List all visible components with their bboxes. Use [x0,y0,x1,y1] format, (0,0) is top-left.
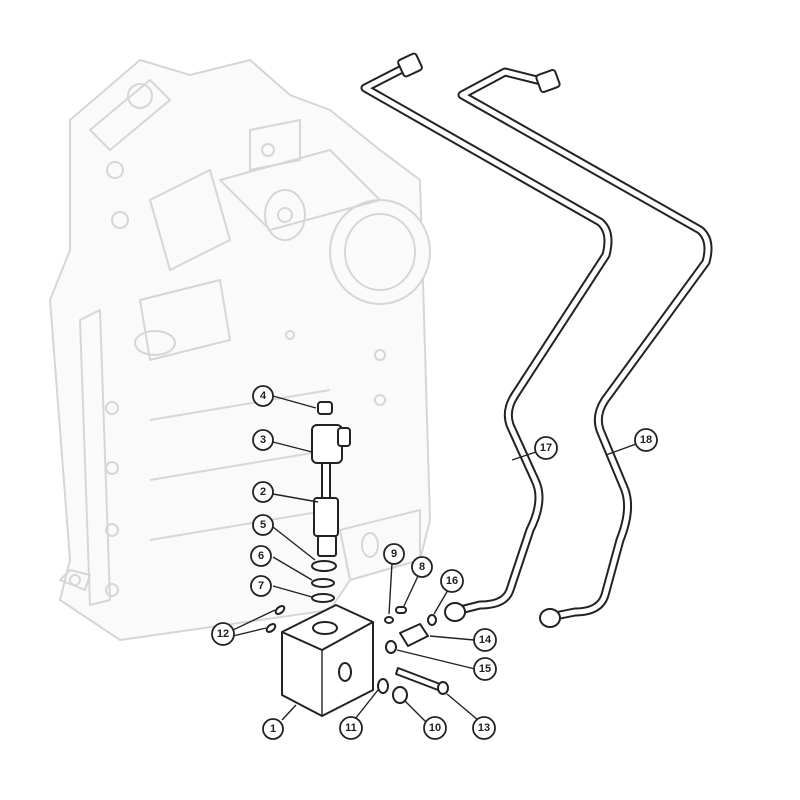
svg-text:6: 6 [258,550,264,562]
svg-text:16: 16 [446,575,458,587]
pipe-18 [457,67,713,628]
callout-11: 11 [339,716,363,740]
callout-9: 9 [383,543,405,565]
callout-3: 3 [252,429,274,451]
callout-4: 4 [252,385,274,407]
callout-13: 13 [472,716,496,740]
svg-text:3: 3 [260,434,266,446]
callout-17: 17 [534,436,558,460]
callout-12: 12 [211,622,235,646]
svg-text:12: 12 [217,628,229,640]
callout-6: 6 [250,545,272,567]
callout-14: 14 [473,628,497,652]
svg-text:7: 7 [258,580,264,592]
svg-text:13: 13 [478,722,490,734]
svg-text:10: 10 [429,722,441,734]
svg-text:17: 17 [540,442,552,454]
svg-text:5: 5 [260,519,266,531]
callout-1: 1 [262,718,284,740]
svg-text:18: 18 [640,434,652,446]
transmission-housing-outline [48,58,432,642]
pipe-17 [360,52,613,622]
callout-7: 7 [250,575,272,597]
callout-2: 2 [252,481,274,503]
svg-text:8: 8 [419,561,425,573]
callout-10: 10 [423,716,447,740]
valve-parts [265,401,449,717]
svg-text:1: 1 [270,723,276,735]
callout-16: 16 [440,569,464,593]
svg-text:2: 2 [260,486,266,498]
svg-text:15: 15 [479,663,491,675]
svg-text:11: 11 [345,722,357,734]
svg-text:4: 4 [260,390,267,402]
callout-15: 15 [473,657,497,681]
callout-8: 8 [411,556,433,578]
callout-18: 18 [634,428,658,452]
callout-5: 5 [252,514,274,536]
svg-text:9: 9 [391,548,397,560]
leader-lines [232,395,637,723]
svg-text:14: 14 [479,634,492,646]
